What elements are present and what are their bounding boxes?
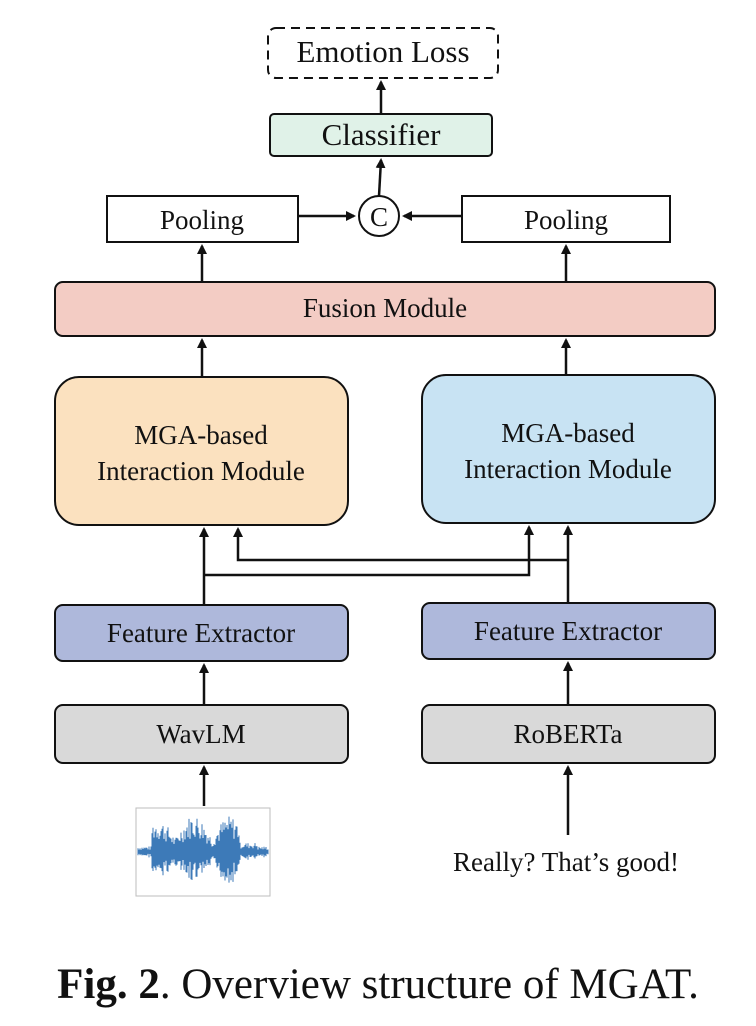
roberta-label: RoBERTa xyxy=(514,719,623,749)
figure-caption-text: . Overview structure of MGAT. xyxy=(159,961,699,1008)
mga-right-node: MGA-based Interaction Module xyxy=(421,374,716,524)
classifier-label: Classifier xyxy=(322,117,441,152)
mga-left-line2: Interaction Module xyxy=(97,456,305,486)
mga-left-node: MGA-based Interaction Module xyxy=(54,376,349,526)
edges xyxy=(197,80,573,835)
roberta-node: RoBERTa xyxy=(421,704,716,764)
classifier-node: Classifier xyxy=(269,113,493,157)
edge-audio-features-to-mga-right xyxy=(204,525,534,577)
pooling-left-label: Pooling xyxy=(160,205,244,235)
fusion-module-node: Fusion Module xyxy=(54,281,716,337)
feature-extractor-left-label: Feature Extractor xyxy=(107,618,295,648)
fusion-module-label: Fusion Module xyxy=(303,293,467,323)
mga-right-line2: Interaction Module xyxy=(464,454,672,484)
mgat-diagram: Emotion Loss Classifier Pooling Pooling … xyxy=(54,27,716,897)
concat-node: C xyxy=(358,195,400,237)
feature-extractor-right-label: Feature Extractor xyxy=(474,616,662,646)
mga-left-line1: MGA-based xyxy=(134,420,268,450)
figure-caption: Fig. 2. Overview structure of MGAT. xyxy=(0,960,756,1009)
wavlm-label: WavLM xyxy=(156,719,245,749)
mga-right-line1: MGA-based xyxy=(501,418,635,448)
figure-caption-label: Fig. 2 xyxy=(57,961,160,1008)
concat-symbol: C xyxy=(370,202,388,232)
pooling-right-node: Pooling xyxy=(461,195,671,243)
emotion-loss-label: Emotion Loss xyxy=(296,34,469,69)
edge-text-features-to-mga-left xyxy=(233,527,568,562)
pooling-right-label: Pooling xyxy=(524,205,608,235)
audio-waveform-image xyxy=(135,807,271,897)
waveform-signal xyxy=(137,816,269,883)
text-input-sample: Really? That’s good! xyxy=(453,847,679,877)
emotion-loss-node: Emotion Loss xyxy=(267,27,499,79)
edge-concat-to-classifier xyxy=(375,158,386,197)
feature-extractor-right-node: Feature Extractor xyxy=(421,602,716,660)
feature-extractor-left-node: Feature Extractor xyxy=(54,604,349,662)
wavlm-node: WavLM xyxy=(54,704,349,764)
pooling-left-node: Pooling xyxy=(106,195,299,243)
